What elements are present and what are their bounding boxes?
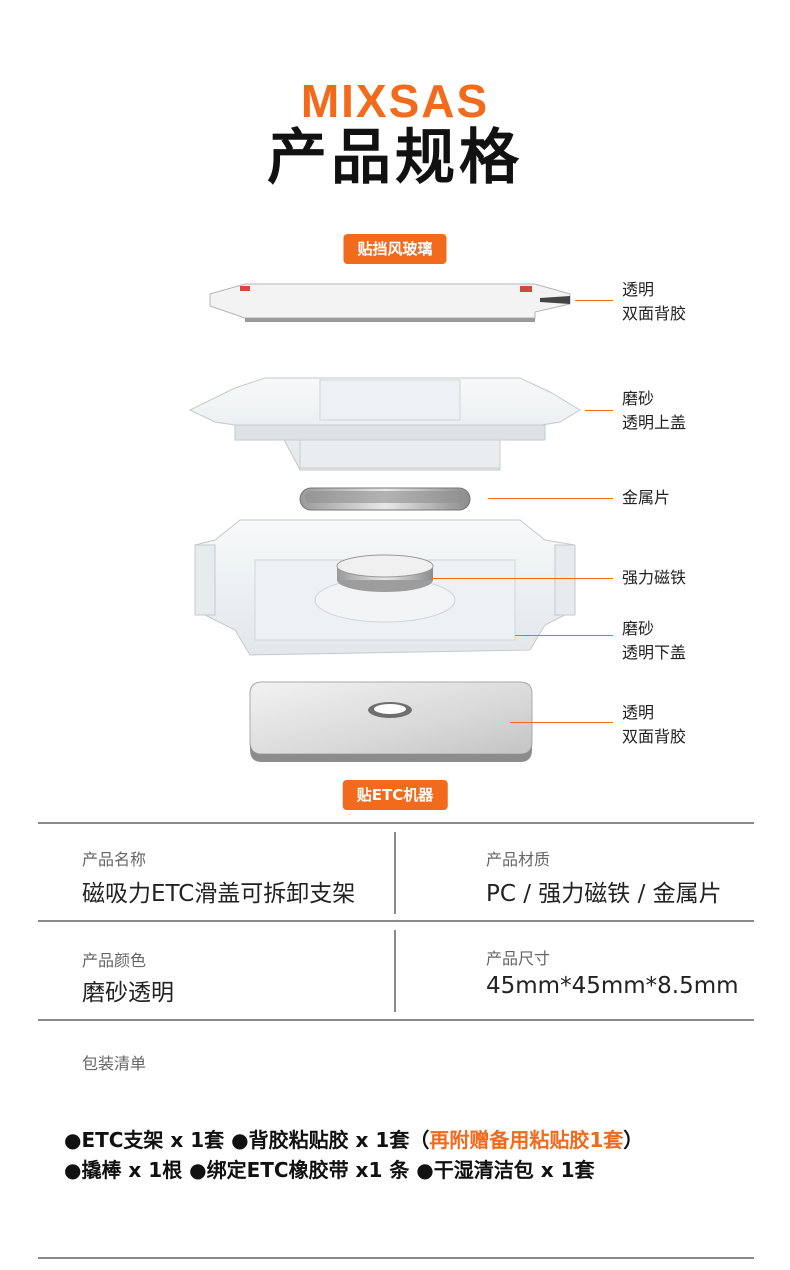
package-text: ） bbox=[623, 1128, 644, 1152]
spec-material-value: PC / 强力磁铁 / 金属片 bbox=[486, 881, 722, 907]
leader-line-2 bbox=[585, 410, 613, 411]
callout-line: 双面背胶 bbox=[622, 727, 687, 746]
callout-line: 透明 bbox=[622, 280, 655, 299]
leader-line-3 bbox=[488, 498, 613, 499]
leader-line-6 bbox=[510, 722, 613, 723]
leader-line-4 bbox=[432, 578, 613, 579]
adhesive-pad-bottom bbox=[249, 681, 533, 762]
spec-size-label: 产品尺寸 bbox=[486, 949, 551, 968]
callout-line: 强力磁铁 bbox=[622, 568, 687, 587]
upper-cover bbox=[188, 377, 581, 471]
spec-color-value: 磨砂透明 bbox=[82, 980, 174, 1006]
leader-line-1 bbox=[575, 300, 613, 301]
leader-line-5 bbox=[515, 635, 613, 636]
table-divider bbox=[38, 1019, 754, 1021]
lower-cover bbox=[194, 519, 576, 656]
magnet bbox=[336, 554, 434, 592]
table-divider bbox=[38, 920, 754, 922]
callout-adhesive-top: 透明 双面背胶 bbox=[622, 278, 686, 326]
package-label: 包装清单 bbox=[82, 1054, 147, 1073]
package-text: ●ETC支架 x 1套 ●背胶粘贴胶 x 1套（ bbox=[64, 1128, 430, 1152]
exploded-diagram bbox=[188, 283, 581, 762]
callout-line: 金属片 bbox=[622, 488, 671, 507]
callout-line: 双面背胶 bbox=[622, 304, 687, 323]
bottom-tag-etc: 贴ETC机器 bbox=[342, 780, 448, 810]
spec-size-value: 45mm*45mm*8.5mm bbox=[486, 973, 739, 999]
callout-line: 透明 bbox=[622, 703, 655, 722]
callout-lower-cover: 磨砂 透明下盖 bbox=[622, 617, 686, 665]
package-line-1: ●ETC支架 x 1套 ●背胶粘贴胶 x 1套（再附赠备用粘贴胶1套） bbox=[64, 1124, 643, 1153]
table-divider bbox=[394, 930, 396, 1012]
callout-line: 透明上盖 bbox=[622, 413, 687, 432]
package-line-2: ●撬棒 x 1根 ●绑定ETC橡胶带 x1 条 ●干湿清洁包 x 1套 bbox=[64, 1158, 595, 1182]
bottom-divider bbox=[38, 1257, 754, 1259]
adhesive-pad-top bbox=[209, 283, 571, 322]
spec-name-label: 产品名称 bbox=[82, 850, 147, 869]
page-title: 产品规格 bbox=[267, 123, 523, 193]
callout-upper-cover: 磨砂 透明上盖 bbox=[622, 387, 686, 435]
callout-magnet: 强力磁铁 bbox=[622, 566, 686, 590]
spec-name-value: 磁吸力ETC滑盖可拆卸支架 bbox=[82, 881, 356, 907]
callout-line: 磨砂 bbox=[622, 619, 655, 638]
callout-metal-plate: 金属片 bbox=[622, 486, 670, 510]
metal-plate bbox=[299, 487, 471, 511]
callout-adhesive-bottom: 透明 双面背胶 bbox=[622, 701, 686, 749]
brand-logo: MIXSAS bbox=[300, 75, 490, 127]
table-divider bbox=[394, 832, 396, 914]
callout-line: 透明下盖 bbox=[622, 643, 687, 662]
top-tag-windshield: 贴挡风玻璃 bbox=[343, 234, 447, 264]
spec-color-label: 产品颜色 bbox=[82, 951, 147, 970]
callout-line: 磨砂 bbox=[622, 389, 655, 408]
package-highlight: 再附赠备用粘贴胶1套 bbox=[429, 1128, 624, 1152]
spec-material-label: 产品材质 bbox=[486, 850, 551, 869]
table-divider bbox=[38, 822, 754, 824]
